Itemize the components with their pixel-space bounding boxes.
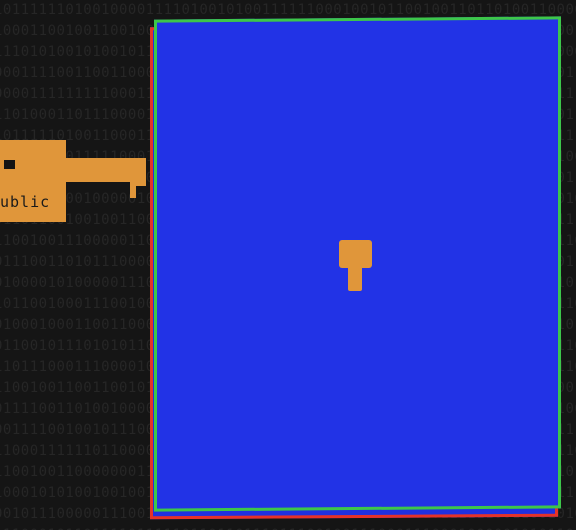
key-shape (0, 140, 146, 222)
keyhole-stem (348, 265, 362, 291)
key-hole-mark (4, 160, 15, 169)
keyhole-head (339, 240, 372, 268)
keyhole-icon (339, 240, 372, 291)
key-icon (0, 140, 146, 222)
key-label: ublic (0, 193, 51, 211)
